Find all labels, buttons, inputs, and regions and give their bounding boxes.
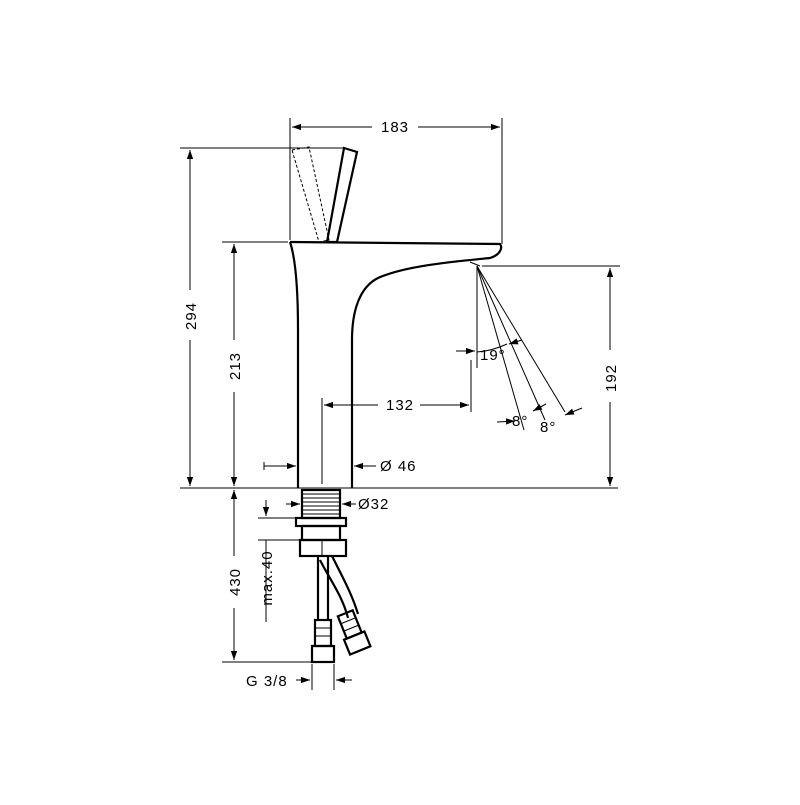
spray-angle-lines: 19° 8° 8° bbox=[456, 265, 583, 436]
dimension-height-192: 192 bbox=[482, 265, 620, 486]
mounting-assembly bbox=[294, 488, 372, 664]
label-192: 192 bbox=[603, 364, 620, 392]
hose-fitting-left bbox=[313, 618, 333, 648]
label-132: 132 bbox=[386, 397, 414, 414]
dimension-width-183: 183 bbox=[289, 118, 503, 244]
label-diameter-46: Ø 46 bbox=[380, 458, 417, 475]
aerator bbox=[469, 261, 481, 267]
fixing-plate bbox=[300, 524, 342, 542]
dimension-projection-132: 132 bbox=[324, 360, 472, 414]
dimension-max-40: max.40 bbox=[258, 500, 300, 622]
label-max-40: max.40 bbox=[259, 550, 276, 605]
label-430: 430 bbox=[227, 568, 244, 596]
hose-right bbox=[319, 559, 350, 619]
hose-nut-left bbox=[310, 644, 336, 664]
hose-right-inner bbox=[331, 555, 360, 615]
hose-fitting-right bbox=[336, 608, 372, 656]
spout-outline bbox=[289, 240, 503, 488]
label-angle-19: 19° bbox=[480, 347, 506, 364]
body-left-outline bbox=[288, 241, 300, 488]
dimension-connection-g38: G 3/8 bbox=[246, 664, 352, 690]
handle-lever bbox=[325, 146, 359, 244]
nut bbox=[298, 538, 348, 558]
faucet-body bbox=[288, 146, 503, 488]
dimension-diameter-32: Ø32 bbox=[286, 496, 389, 513]
label-g38: G 3/8 bbox=[246, 673, 288, 690]
washer bbox=[294, 516, 348, 528]
label-angle-8a: 8° bbox=[512, 413, 528, 430]
label-diameter-32: Ø32 bbox=[358, 496, 389, 513]
thread-lines bbox=[302, 493, 340, 515]
label-183: 183 bbox=[381, 119, 409, 136]
handle-lever-open-position bbox=[291, 146, 330, 243]
dimension-height-213: 213 bbox=[222, 241, 288, 486]
dimension-hose-430: 430 bbox=[222, 490, 312, 663]
label-213: 213 bbox=[227, 352, 244, 380]
label-angle-8b: 8° bbox=[540, 419, 556, 436]
label-294: 294 bbox=[183, 302, 200, 330]
dimension-height-294: 294 bbox=[180, 147, 345, 486]
dimension-diameter-46: Ø 46 bbox=[263, 458, 417, 475]
